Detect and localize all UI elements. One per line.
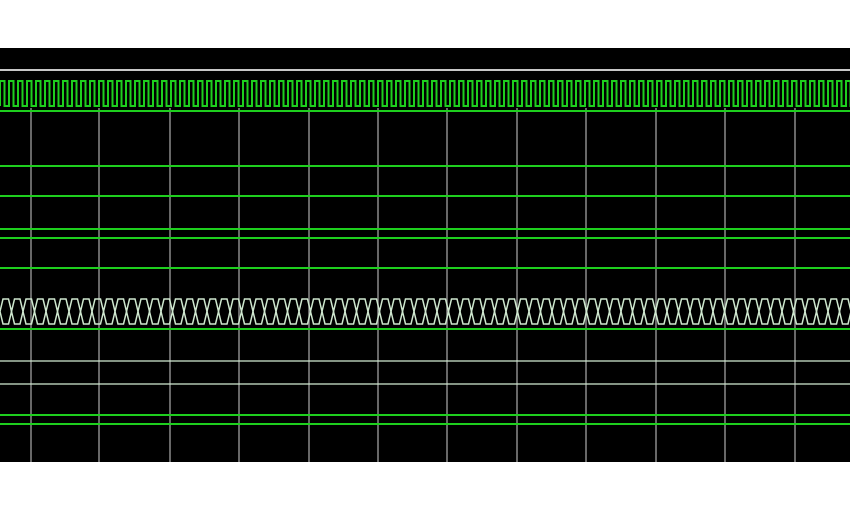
bus-value-cell-11 [125, 298, 139, 325]
bus-value-cell-23 [263, 298, 277, 325]
bus-value-cell-21 [240, 298, 254, 325]
bus-value-cell-73 [838, 298, 850, 325]
bus-value-cell-37 [424, 298, 438, 325]
bus-value-cell-67 [769, 298, 783, 325]
bus-value-cell-5 [56, 298, 70, 325]
bus-value-cell-58 [666, 298, 680, 325]
bus-value-cell-29 [332, 298, 346, 325]
bus-value-cell-52 [597, 298, 611, 325]
bus-value-cell-12 [137, 298, 151, 325]
bus-value-cell-49 [562, 298, 576, 325]
bus-value-cell-8 [91, 298, 105, 325]
bus-value-cell-4 [45, 298, 59, 325]
bus-value-cell-27 [309, 298, 323, 325]
bus-value-cell-66 [758, 298, 772, 325]
bus-value-cell-0 [0, 298, 13, 325]
bus-value-cell-72 [827, 298, 841, 325]
bus-value-cell-2 [22, 298, 36, 325]
bus-value-cell-42 [482, 298, 496, 325]
bus-value-cell-55 [631, 298, 645, 325]
signal-0-clock-trace [0, 80, 850, 107]
bus-value-cell-33 [378, 298, 392, 325]
bus-value-cell-9 [102, 298, 116, 325]
bus-value-cell-30 [344, 298, 358, 325]
bus-value-cell-61 [700, 298, 714, 325]
bus-value-cell-10 [114, 298, 128, 325]
bus-value-cell-51 [585, 298, 599, 325]
signal-traces [0, 80, 850, 425]
time-grid [0, 69, 850, 462]
bus-value-cell-62 [712, 298, 726, 325]
bus-value-cell-43 [493, 298, 507, 325]
bus-value-cell-18 [206, 298, 220, 325]
bus-value-cell-14 [160, 298, 174, 325]
bus-value-cell-50 [574, 298, 588, 325]
bus-value-cell-28 [321, 298, 335, 325]
bus-value-cell-39 [447, 298, 461, 325]
bus-value-cell-13 [148, 298, 162, 325]
bus-value-cell-7 [79, 298, 93, 325]
waveform-viewer[interactable] [0, 48, 850, 462]
bus-value-cell-15 [171, 298, 185, 325]
bus-value-cell-56 [643, 298, 657, 325]
bus-value-cell-70 [804, 298, 818, 325]
bus-value-cell-1 [10, 298, 24, 325]
bus-value-cell-3 [33, 298, 47, 325]
bus-value-cell-64 [735, 298, 749, 325]
bus-value-cell-54 [620, 298, 634, 325]
bus-value-cell-57 [654, 298, 668, 325]
bus-value-cell-44 [505, 298, 519, 325]
bus-value-cell-48 [551, 298, 565, 325]
bus-value-cell-63 [723, 298, 737, 325]
bus-value-cell-19 [217, 298, 231, 325]
bus-value-cell-53 [608, 298, 622, 325]
bus-value-cell-40 [459, 298, 473, 325]
bus-value-cell-59 [677, 298, 691, 325]
bus-value-cell-22 [252, 298, 266, 325]
bus-value-cell-36 [413, 298, 427, 325]
bus-value-cell-47 [539, 298, 553, 325]
bus-value-cell-20 [229, 298, 243, 325]
bus-value-cell-46 [528, 298, 542, 325]
bus-value-cell-31 [355, 298, 369, 325]
bus-value-cell-71 [815, 298, 829, 325]
bus-value-cell-16 [183, 298, 197, 325]
bus-value-cell-65 [746, 298, 760, 325]
bus-value-cell-35 [401, 298, 415, 325]
bus-value-cell-17 [194, 298, 208, 325]
bus-value-cell-6 [68, 298, 82, 325]
waveform-canvas[interactable] [0, 48, 850, 462]
bus-value-cell-68 [781, 298, 795, 325]
bus-value-cell-45 [516, 298, 530, 325]
bus-value-cell-25 [286, 298, 300, 325]
bus-value-cell-24 [275, 298, 289, 325]
bus-value-cell-41 [470, 298, 484, 325]
bus-value-cell-60 [689, 298, 703, 325]
bus-value-cell-34 [390, 298, 404, 325]
